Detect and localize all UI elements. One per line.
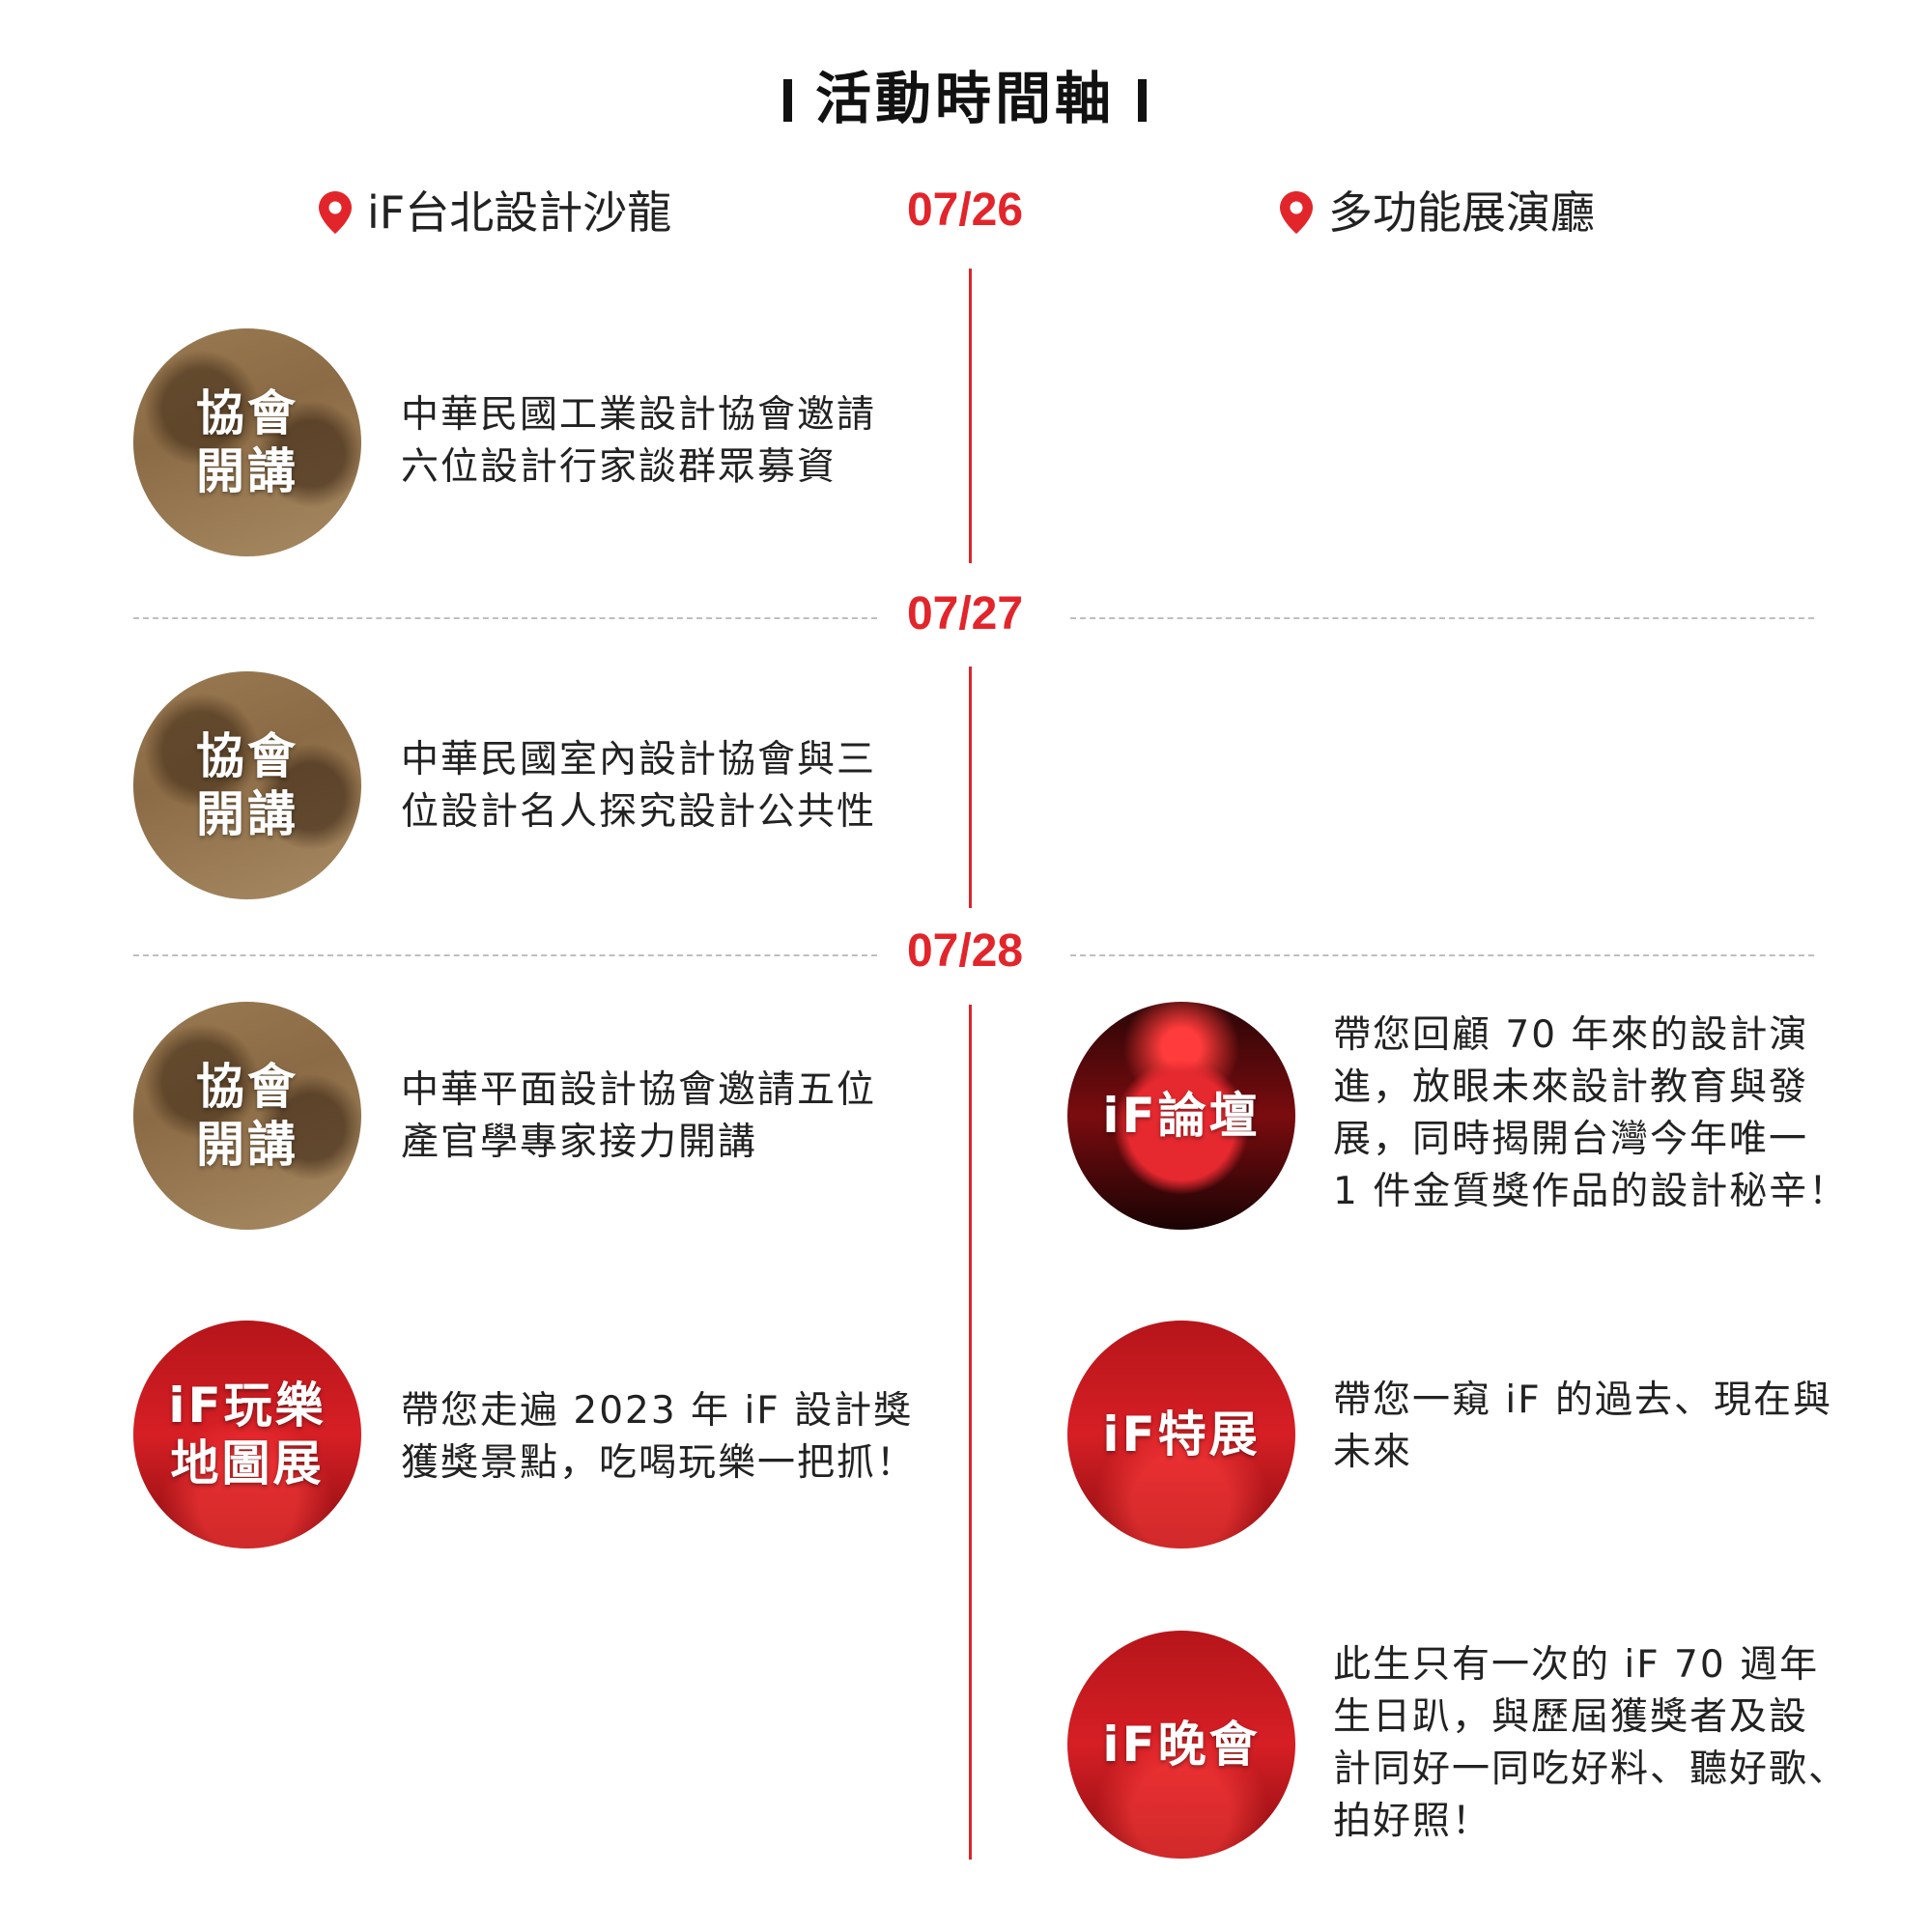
event-desc-3: 中華平面設計協會邀請五位 產官學專家接力開講 (401, 1068, 877, 1164)
event-desc-7: 此生只有一次的 iF 70 週年 生日趴，與歷屆獲獎者及設 計同好一同吃好料、聽… (1333, 1643, 1849, 1843)
event-image-association-talk-1: 協會 開講 (133, 328, 361, 556)
event-desc-6: 帶您一窺 iF 的過去、現在與 未來 (1333, 1378, 1833, 1474)
event-image-if-forum: iF論壇 (1067, 1002, 1295, 1230)
event-label: 協會 開講 (196, 385, 298, 499)
venue-left: iF台北設計沙龍 (319, 184, 671, 242)
title-bar-right (1138, 79, 1147, 122)
event-desc-4: 帶您走遍 2023 年 iF 設計獎 獲獎景點，吃喝玩樂一把抓！ (401, 1389, 917, 1485)
event-image-if-exhibition: iF特展 (1067, 1321, 1295, 1548)
venue-left-label: iF台北設計沙龍 (367, 186, 672, 239)
divider-0728-left (133, 954, 877, 956)
timeline-line-1 (969, 269, 972, 563)
divider-0727-left (133, 617, 877, 619)
location-pin-icon (1280, 191, 1313, 234)
event-image-if-gala: iF晚會 (1067, 1631, 1295, 1859)
event-label: 協會 開講 (196, 1059, 298, 1173)
event-label: iF晚會 (1102, 1717, 1261, 1773)
title-text: 活動時間軸 (814, 66, 1115, 131)
event-image-association-talk-2: 協會 開講 (133, 671, 361, 899)
date-0727: 07/27 (906, 588, 1024, 639)
venue-right-label: 多功能展演廳 (1328, 186, 1595, 239)
event-desc-2: 中華民國室內設計協會與三 位設計名人探究設計公共性 (401, 738, 877, 834)
venue-right: 多功能展演廳 (1280, 184, 1595, 242)
divider-0727-right (1070, 617, 1814, 619)
event-label: iF玩樂 地圖展 (168, 1378, 326, 1492)
date-0728: 07/28 (906, 925, 1024, 977)
timeline-line-3 (969, 1005, 972, 1860)
event-desc-5: 帶您回顧 70 年來的設計演 進，放眼未來設計教育與發 展，同時揭開台灣今年唯一… (1333, 1013, 1849, 1213)
event-label: iF特展 (1102, 1406, 1261, 1463)
event-image-if-play-map: iF玩樂 地圖展 (133, 1321, 361, 1548)
divider-0728-right (1070, 954, 1814, 956)
date-0726: 07/26 (906, 185, 1024, 236)
page-title: 活動時間軸 (0, 53, 1930, 134)
title-bar-left (782, 79, 792, 122)
event-label: 協會 開講 (196, 728, 298, 842)
location-pin-icon (319, 191, 352, 234)
event-image-association-talk-3: 協會 開講 (133, 1002, 361, 1230)
event-label: iF論壇 (1102, 1088, 1261, 1144)
timeline-line-2 (969, 667, 972, 908)
event-desc-1: 中華民國工業設計協會邀請 六位設計行家談群眾募資 (401, 393, 877, 489)
